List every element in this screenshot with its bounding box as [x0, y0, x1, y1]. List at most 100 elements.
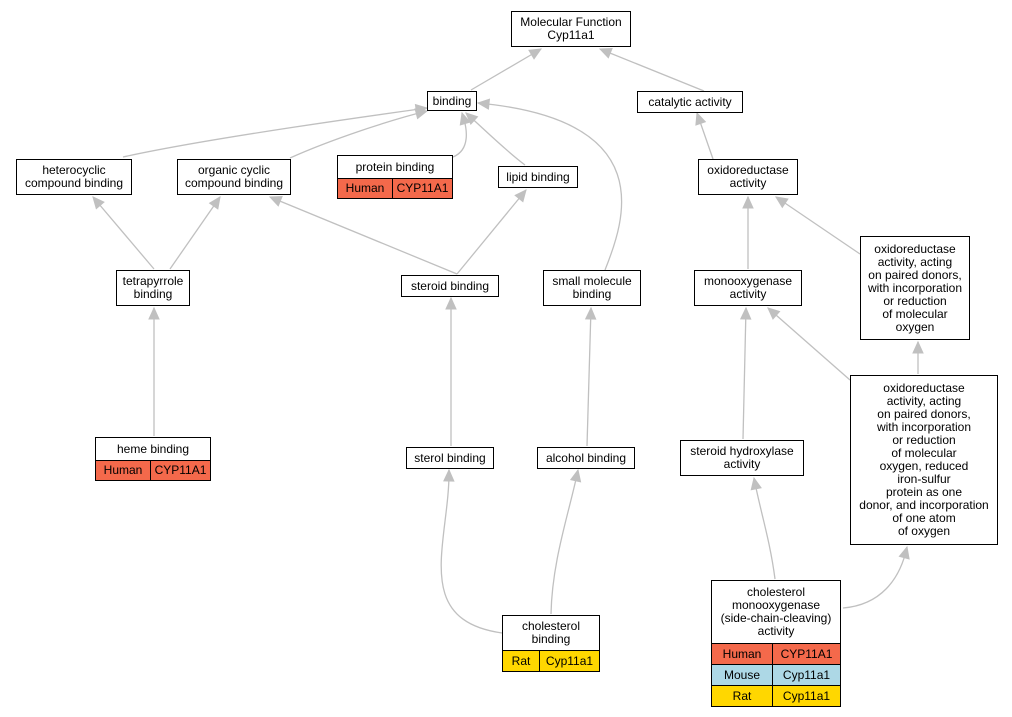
- edge-arrowhead: [148, 306, 160, 320]
- go-term-node-small-molecule-binding[interactable]: small molecule binding: [543, 270, 641, 306]
- go-term-label: oxidoreductase activity, acting on paire…: [859, 381, 989, 538]
- edge-line: [775, 196, 861, 255]
- edge-arrowhead: [92, 196, 105, 210]
- edge-arrowhead: [414, 108, 429, 120]
- go-term-node-catalytic-activity[interactable]: catalytic activity: [637, 91, 743, 113]
- go-term-label: steroid hydroxylase activity: [690, 444, 794, 471]
- edge-line: [269, 196, 458, 275]
- go-term-label: tetrapyrrole binding: [122, 274, 184, 301]
- go-term-node-lipid-binding[interactable]: lipid binding: [498, 166, 578, 188]
- edge-arrowhead: [750, 476, 762, 491]
- go-term-label: alcohol binding: [545, 450, 627, 465]
- go-term-node-oxidoreductase-paired-donors[interactable]: oxidoreductase activity, acting on paire…: [860, 236, 970, 340]
- species-cell: Mouse: [723, 667, 761, 682]
- edge-arrowhead: [598, 47, 613, 59]
- edge-line: [599, 48, 705, 92]
- go-term-label: organic cyclic compound binding: [184, 163, 284, 190]
- edge-arrowhead: [459, 111, 471, 126]
- go-term-label: catalytic activity: [648, 94, 732, 109]
- edge-line: [550, 469, 579, 615]
- go-term-node-cholesterol-monooxygenase[interactable]: cholesterol monooxygenase (side-chain-cl…: [711, 580, 841, 707]
- species-cell: Human: [345, 181, 385, 195]
- species-cell: Human: [722, 646, 762, 661]
- go-term-label: Molecular Function Cyp11a1: [520, 15, 622, 42]
- go-term-label: small molecule binding: [552, 274, 632, 301]
- annotation-row: Human CYP11A1: [96, 460, 210, 480]
- annotation-row: Human CYP11A1: [338, 178, 452, 198]
- edge-arrowhead: [898, 545, 910, 560]
- species-cell: Rat: [511, 653, 531, 668]
- go-term-node-monooxygenase-activity[interactable]: monooxygenase activity: [694, 270, 802, 306]
- edge-line: [586, 307, 592, 447]
- go-term-label: sterol binding: [414, 450, 486, 465]
- go-term-label: heme binding: [116, 441, 190, 456]
- go-term-node-binding[interactable]: binding: [427, 91, 477, 111]
- gene-cell: Cyp11a1: [539, 651, 599, 671]
- go-term-node-oxidoreductase-iron-sulfur[interactable]: oxidoreductase activity, acting on paire…: [850, 375, 998, 545]
- go-term-node-molecular-function-root[interactable]: Molecular Function Cyp11a1: [511, 11, 631, 47]
- gene-cell: CYP11A1: [150, 461, 210, 480]
- annotation-row: Human CYP11A1: [712, 643, 840, 664]
- go-term-label: binding: [432, 93, 472, 108]
- edge-line: [289, 110, 428, 159]
- go-term-node-heterocyclic-compound-binding[interactable]: heterocyclic compound binding: [16, 159, 132, 195]
- edge-line: [842, 546, 908, 609]
- edge-arrowhead: [465, 112, 479, 126]
- go-term-node-tetrapyrrole-binding[interactable]: tetrapyrrole binding: [116, 270, 190, 306]
- go-term-node-steroid-binding[interactable]: steroid binding: [401, 275, 499, 297]
- annotation-row: Rat Cyp11a1: [712, 685, 840, 706]
- species-cell: Human: [103, 463, 143, 477]
- go-term-node-steroid-hydroxylase-activity[interactable]: steroid hydroxylase activity: [680, 440, 804, 476]
- edge-line: [477, 102, 623, 271]
- edge-line: [122, 107, 428, 158]
- edge-line: [465, 112, 526, 166]
- go-term-label: cholesterol monooxygenase (side-chain-cl…: [720, 585, 832, 638]
- go-term-label: protein binding: [355, 159, 435, 174]
- go-term-label: steroid binding: [410, 278, 490, 293]
- go-term-node-organic-cyclic-compound-binding[interactable]: organic cyclic compound binding: [177, 159, 291, 195]
- edge-line: [169, 196, 221, 270]
- go-term-node-sterol-binding[interactable]: sterol binding: [406, 447, 494, 469]
- go-term-label: heterocyclic compound binding: [24, 163, 124, 190]
- edge-arrowhead: [208, 196, 221, 210]
- annotation-row: Mouse Cyp11a1: [712, 664, 840, 685]
- edge-arrowhead: [569, 468, 582, 483]
- go-term-label: cholesterol binding: [521, 619, 581, 646]
- edge-arrowhead: [445, 296, 457, 310]
- gene-cell: Cyp11a1: [772, 686, 840, 706]
- gene-cell: CYP11A1: [772, 644, 840, 664]
- edge-arrowhead: [476, 98, 491, 110]
- gene-cell: Cyp11a1: [772, 665, 840, 685]
- edge-arrowhead: [528, 48, 543, 60]
- edge-line: [742, 307, 747, 440]
- edge-arrowhead: [268, 196, 283, 207]
- edge-arrowhead: [767, 307, 781, 320]
- edge-arrowhead: [695, 111, 707, 126]
- go-term-label: oxidoreductase activity, acting on paire…: [867, 241, 963, 334]
- go-term-node-oxidoreductase-activity[interactable]: oxidoreductase activity: [698, 159, 798, 195]
- go-term-label: oxidoreductase activity: [707, 163, 789, 190]
- edge-line: [767, 307, 851, 381]
- go-term-label: monooxygenase activity: [703, 274, 793, 301]
- edge-arrowhead: [443, 468, 455, 482]
- edge-arrowhead: [742, 195, 754, 209]
- edge-line: [92, 196, 155, 270]
- edge-arrowhead: [775, 196, 789, 209]
- edge-line: [753, 477, 776, 580]
- go-term-node-alcohol-binding[interactable]: alcohol binding: [537, 447, 635, 469]
- go-term-label: lipid binding: [506, 169, 570, 184]
- edge-arrowhead: [912, 340, 924, 354]
- edge-line: [470, 48, 542, 91]
- gene-cell: CYP11A1: [392, 179, 452, 198]
- edge-line: [440, 469, 503, 634]
- annotation-row: Rat Cyp11a1: [503, 650, 599, 671]
- species-cell: Rat: [732, 688, 752, 703]
- edge-arrowhead: [584, 306, 597, 320]
- edge-line: [456, 189, 527, 275]
- edge-arrowhead: [514, 189, 527, 203]
- edge-arrowhead: [739, 306, 752, 320]
